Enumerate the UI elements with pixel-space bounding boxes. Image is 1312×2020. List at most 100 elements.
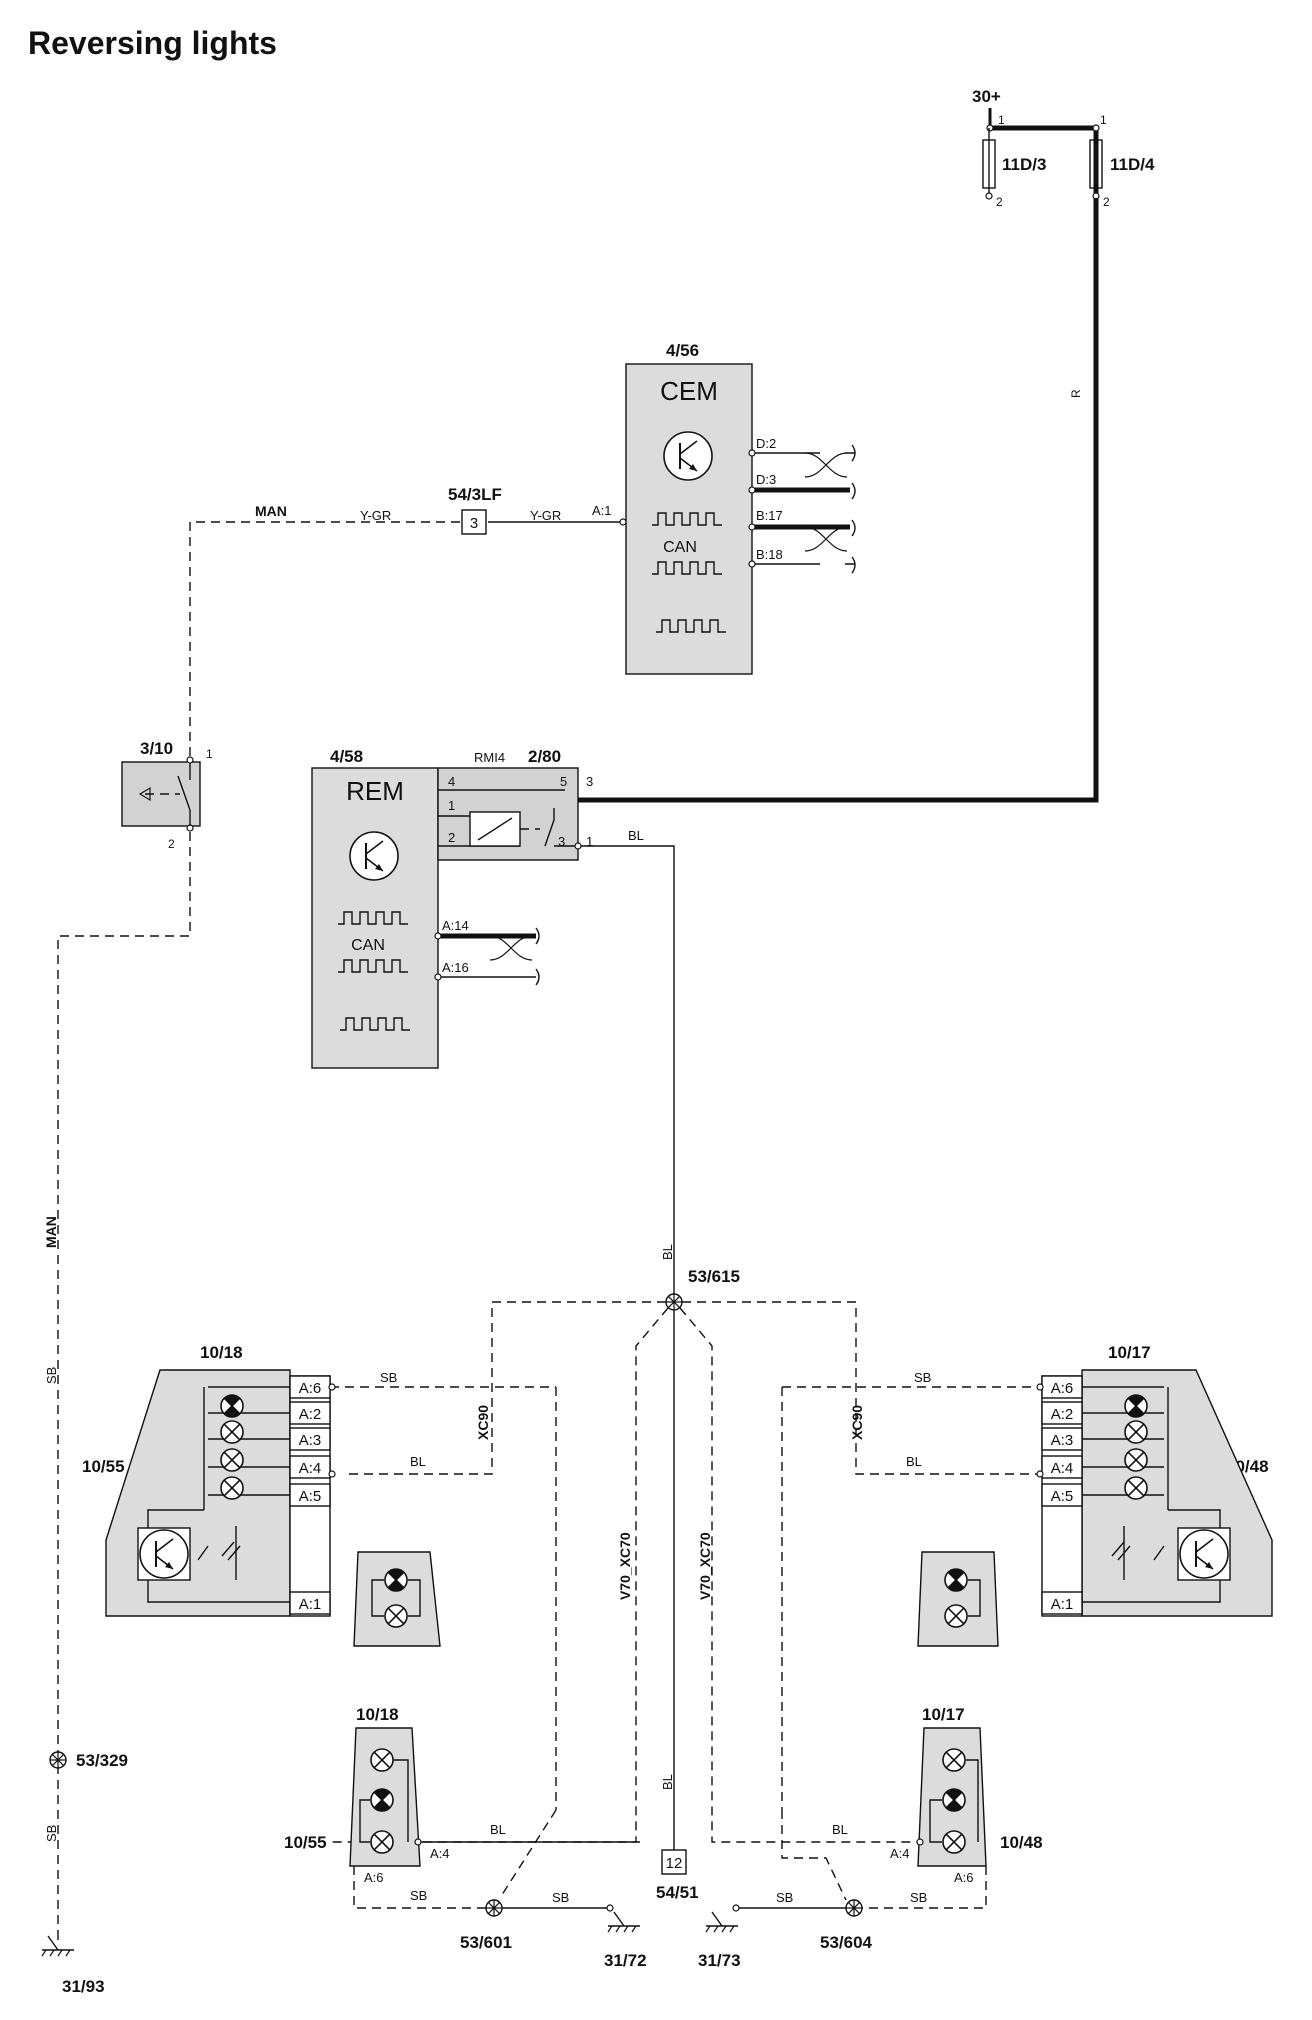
left-pin-a5: A:5 <box>299 1488 322 1505</box>
right-pin-a1: A:1 <box>1051 1596 1074 1613</box>
lamp-bulb-icon <box>1124 1476 1148 1500</box>
splice-329-label: 53/329 <box>76 1751 128 1770</box>
left-pin-a2: A:2 <box>299 1406 322 1423</box>
left-lamp-ref: 10/18 <box>200 1343 243 1362</box>
lamp-module-transistor-icon <box>1179 1529 1229 1579</box>
lamp-bulb-icon <box>942 1788 966 1812</box>
wire-xc90-label: XC90 <box>849 1405 865 1440</box>
relay-ref: 2/80 <box>528 747 561 766</box>
switch-pin2: 2 <box>168 837 175 851</box>
lamp-bulb-icon <box>370 1788 394 1812</box>
left-pin-a1: A:1 <box>299 1596 322 1613</box>
lamp-bulb-icon <box>370 1748 394 1772</box>
cem-ref: 4/56 <box>666 341 699 360</box>
splice-615-label: 53/615 <box>688 1267 740 1286</box>
relay-pin-5: 5 <box>560 774 567 789</box>
wire-bl-label: BL <box>410 1454 426 1469</box>
right-lower-pin-a6: A:6 <box>954 1870 974 1885</box>
twisted-pair-icon <box>804 452 848 478</box>
connector-5451-pin: 12 <box>666 1855 683 1872</box>
fuse-right-pin2: 2 <box>1103 195 1110 209</box>
right-lower-alt: 10/48 <box>1000 1833 1043 1852</box>
splice-53-329-icon <box>49 1751 67 1769</box>
left-pin-a4: A:4 <box>299 1460 322 1477</box>
wire-man-label: MAN <box>255 503 287 519</box>
splice-53-615-icon <box>665 1293 683 1311</box>
lamp-bulb-icon <box>220 1448 244 1472</box>
twisted-pair-icon <box>804 526 848 552</box>
fuse-left-pin2: 2 <box>996 195 1003 209</box>
lamp-bulb-icon <box>370 1830 394 1854</box>
ground-72-label: 31/72 <box>604 1951 647 1970</box>
connector-5451-ref: 54/51 <box>656 1883 699 1902</box>
wire-man-label: MAN <box>43 1216 59 1248</box>
wire-sb-label: SB <box>410 1888 427 1903</box>
cem-module: 4/56 CEM CAN D:2 D:3 B:17 B:18 A:1 <box>592 341 856 675</box>
left-lamp-alt: 10/55 <box>82 1457 125 1476</box>
ground-31-72-icon <box>607 1911 641 1933</box>
lamp-bulb-icon <box>220 1476 244 1500</box>
left-lower-pin-a4: A:4 <box>430 1846 450 1861</box>
cem-pin-b17: B:17 <box>756 508 783 523</box>
relay-pin-3: 3 <box>558 834 565 849</box>
wire-bl-label: BL <box>906 1454 922 1469</box>
lamp-bulb-icon <box>944 1568 968 1592</box>
right-pin-a6: A:6 <box>1051 1380 1074 1397</box>
rem-transistor-icon <box>349 831 399 881</box>
connector-5451-box <box>661 1849 687 1875</box>
right-lamp-ref: 10/17 <box>1108 1343 1151 1362</box>
left-lower-lamp-10-18: 10/18 10/55 A:4 A:6 SB 53/601 SB 31/72 <box>284 1705 647 1970</box>
wire-sb-label: SB <box>380 1370 397 1385</box>
splice-601-label: 53/601 <box>460 1933 512 1952</box>
lamp-bulb-icon <box>1124 1420 1148 1444</box>
rem-can-label: CAN <box>351 937 385 954</box>
cem-pin-a1: A:1 <box>592 503 612 518</box>
reverse-switch-3-10: 3/10 1 2 MAN SB 53/329 SB 31/93 <box>41 739 213 1996</box>
wire-sb-label: SB <box>44 1825 59 1842</box>
left-pin-a3: A:3 <box>299 1432 322 1449</box>
relay-2-80: RMI4 2/80 4 1 2 5 3 3 1 BL BL <box>437 747 675 1296</box>
wire-ygr-label: Y-GR <box>530 508 561 523</box>
lamp-bulb-icon <box>220 1420 244 1444</box>
relay-name: RMI4 <box>474 750 505 765</box>
relay-out-pin-3: 3 <box>586 774 593 789</box>
rem-name: REM <box>346 776 404 806</box>
connector-543lf-box <box>461 509 487 535</box>
lamp-bulb-icon <box>942 1748 966 1772</box>
wire-v70xc70-label: V70_XC70 <box>697 1532 713 1600</box>
right-pin-a3: A:3 <box>1051 1432 1074 1449</box>
fuse-left-label: 11D/3 <box>1002 155 1046 174</box>
right-pin-a2: A:2 <box>1051 1406 1074 1423</box>
left-rear-lamp-10-18: 10/18 10/55 A:6 A:2 A:3 A:4 A:5 A:1 <box>82 1343 557 1810</box>
wire-xc90-label: XC90 <box>475 1405 491 1440</box>
wire-r-label: R <box>1069 389 1083 398</box>
cem-pin-b18: B:18 <box>756 547 783 562</box>
wire-sb-label: SB <box>910 1890 927 1905</box>
wire-sb-label: SB <box>914 1370 931 1385</box>
right-pin-a4: A:4 <box>1051 1460 1074 1477</box>
lamp-bulb-icon <box>1124 1448 1148 1472</box>
rem-pin-a14: A:14 <box>442 918 469 933</box>
left-lower-alt: 10/55 <box>284 1833 327 1852</box>
left-lower-ref: 10/18 <box>356 1705 399 1724</box>
lamp-bulb-icon <box>384 1568 408 1592</box>
switch-pin1: 1 <box>206 747 213 761</box>
cem-can-label: CAN <box>663 539 697 556</box>
man-wiring: MAN Y-GR Y-GR 54/3LF 3 <box>189 485 620 756</box>
supply-label: 30+ <box>972 87 1001 106</box>
ground-31-73-icon <box>705 1911 739 1933</box>
wire-sb-label: SB <box>44 1367 59 1384</box>
wire-bl-label: BL <box>832 1822 848 1837</box>
rem-ref: 4/58 <box>330 747 363 766</box>
wire-bl-label: BL <box>490 1822 506 1837</box>
fuse-right-label: 11D/4 <box>1110 155 1155 174</box>
splice-53-604-icon <box>845 1899 863 1917</box>
wire-bl-label: BL <box>660 1774 675 1790</box>
right-rear-lamp-10-17: 10/17 10/48 A:6 A:2 A:3 A:4 A:5 A:1 SB <box>781 1343 1273 1810</box>
connector-543lf-pin: 3 <box>470 515 478 532</box>
wire-v70xc70-label: V70_XC70 <box>617 1532 633 1600</box>
right-lower-ref: 10/17 <box>922 1705 965 1724</box>
cem-name: CEM <box>660 376 718 406</box>
lamp-bulb-icon <box>1124 1394 1148 1418</box>
